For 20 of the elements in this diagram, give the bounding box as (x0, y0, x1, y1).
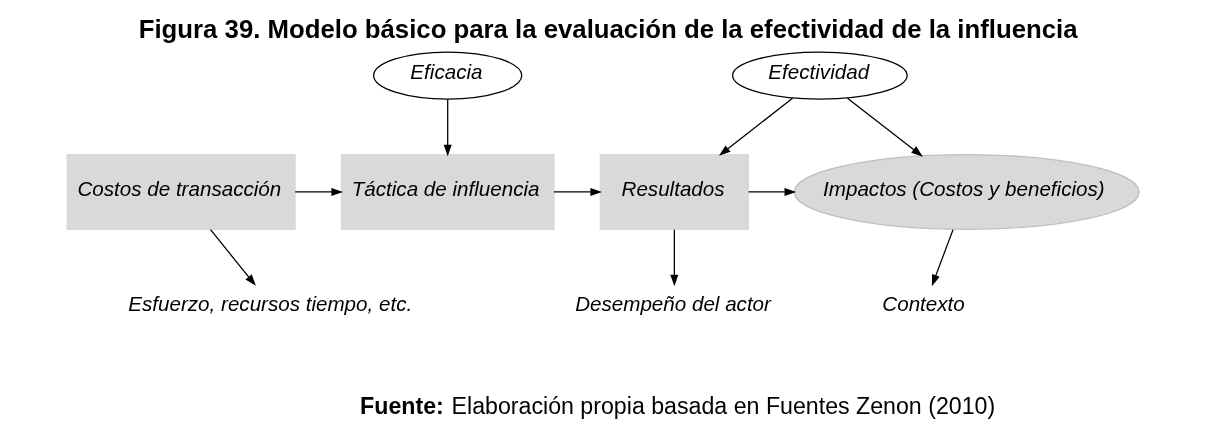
arrow (294, 187, 343, 196)
node-box: Costos de transacción (66, 153, 296, 230)
node-ellipse: Efectividad (731, 51, 908, 100)
arrow (670, 229, 679, 287)
arrow (553, 187, 602, 196)
node-text: Desempeño del actor (575, 292, 771, 316)
arrow (846, 97, 923, 157)
arrow (718, 97, 794, 156)
node-box: Resultados (599, 153, 750, 230)
caption: Fuente: Elaboración propia basada en Fuentes Zenon (2010) (360, 392, 996, 419)
node-text: Esfuerzo, recursos tiempo, etc. (128, 292, 413, 316)
diagram-title: Figura 39. Modelo básico para la evaluación de la efectividad de la influencia (138, 14, 1078, 43)
node-box: Táctica de influencia (340, 153, 555, 230)
arrow (209, 229, 256, 286)
node-text: Contexto (882, 292, 965, 316)
arrow (443, 98, 452, 157)
node-ellipse: Eficacia (373, 51, 523, 100)
arrow (931, 229, 954, 287)
arrow (747, 187, 797, 196)
node-ellipse: Impactos (Costos y beneficios) (793, 153, 1140, 230)
